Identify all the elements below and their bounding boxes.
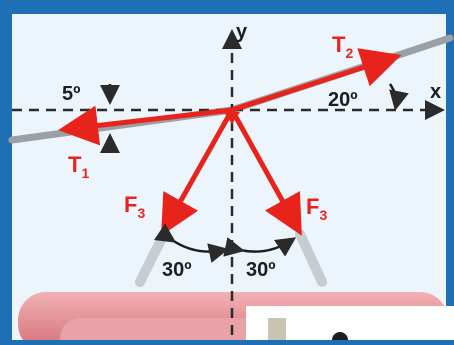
rope-lower-right	[295, 229, 327, 287]
angle-right-arc	[223, 237, 297, 257]
t2-vector	[231, 48, 402, 113]
f-right-vector	[229, 108, 302, 236]
angle-20-label: 20º	[328, 89, 358, 111]
y-axis-label: y	[236, 21, 248, 43]
angle-5-label: 5º	[62, 83, 80, 105]
f-left-label: F3	[124, 192, 145, 221]
f-left-vector	[161, 108, 235, 236]
origin-knot	[224, 112, 240, 124]
t1-label: T1	[68, 152, 89, 181]
angle-20-arc	[388, 83, 409, 111]
angle-right-label: 30º	[246, 259, 276, 281]
t2-label: T2	[332, 32, 353, 61]
gray-square	[268, 318, 286, 342]
angle-left-arc	[153, 223, 229, 263]
f-right-label: F3	[306, 194, 327, 223]
angle-left-label: 30º	[162, 259, 192, 281]
x-axis-label: x	[430, 81, 441, 103]
t1-vector	[58, 105, 233, 146]
